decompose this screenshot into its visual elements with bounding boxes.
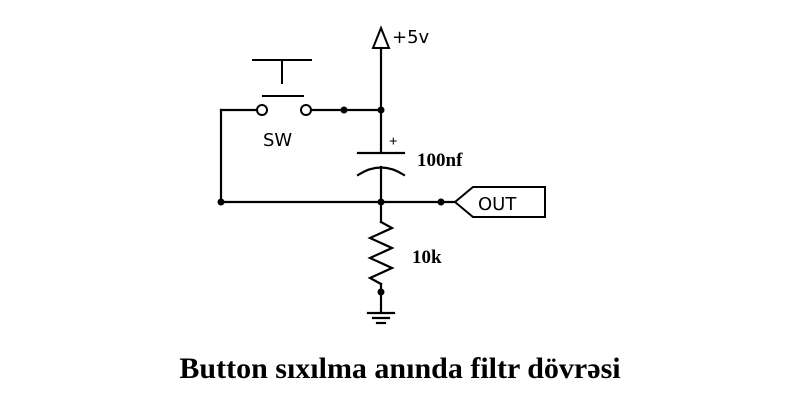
supply-label: +5v (392, 27, 430, 48)
resistor (367, 220, 395, 286)
push-button-switch: SW (252, 59, 312, 151)
junction-dot (217, 198, 225, 206)
resistor-label: 10k (412, 247, 442, 268)
output-label: OUT (478, 194, 517, 215)
junction-dot (340, 106, 348, 114)
diagram-caption: Button sıxılma anında filtr dövrəsi (179, 352, 621, 385)
switch-terminal-left (256, 104, 268, 116)
output-connector: OUT (453, 186, 546, 218)
capacitor: + 100nf (356, 134, 463, 177)
switch-terminal-right (300, 104, 312, 116)
junction-dot (377, 288, 385, 296)
switch-label: SW (263, 130, 292, 151)
capacitor-label: 100nf (417, 150, 463, 171)
junction-dot (437, 198, 445, 206)
capacitor-polarity-label: + (389, 134, 398, 150)
supply-terminal: +5v (371, 25, 430, 49)
ground-symbol (366, 311, 396, 325)
